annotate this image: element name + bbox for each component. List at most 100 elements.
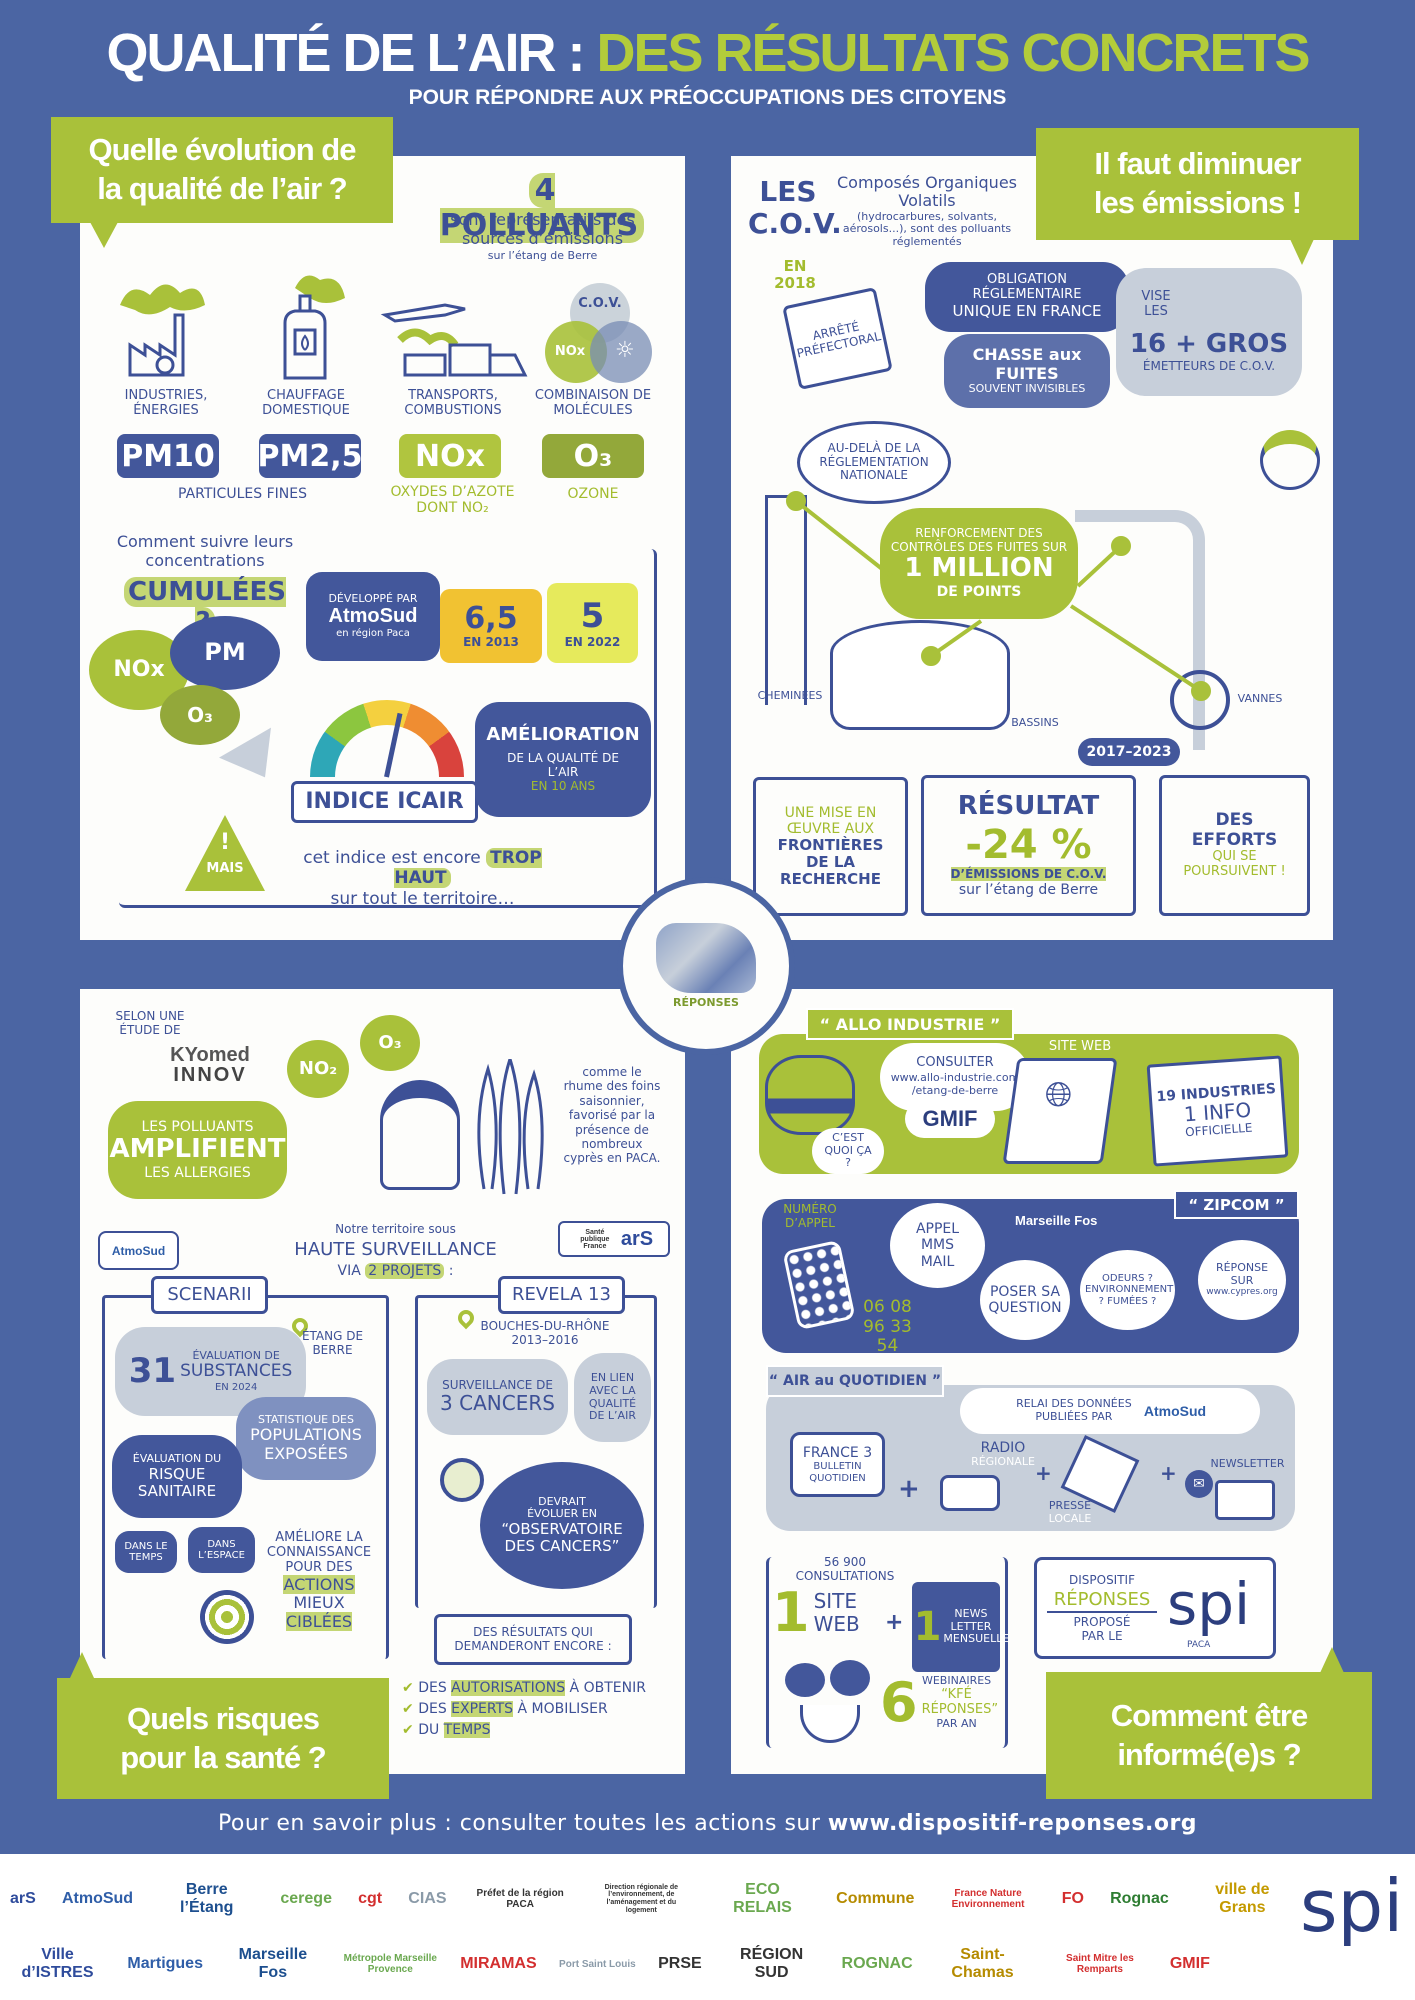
period-tag: 2017–2023 (1078, 738, 1180, 766)
footer-text: Pour en savoir plus : consulter toutes l… (0, 1811, 1415, 1836)
cloud-no2-label: NO₂ (298, 1057, 338, 1079)
chat-bubbles-icon (785, 1663, 825, 1697)
newsletter-card: 1 NEWS LETTER MENSUELLE (912, 1582, 1010, 1672)
territoire-text: Notre territoire sous (335, 1222, 456, 1236)
venn-circle-sun (590, 321, 652, 383)
region-label: en région Paca (336, 628, 410, 640)
par-an-label: PAR AN (936, 1716, 977, 1730)
bubble-cest-quoi: C’EST QUOI ÇA ? (812, 1128, 884, 1174)
amplifient-3: LES ALLERGIES (144, 1164, 251, 1181)
cest-quoi-text: C’EST QUOI ÇA ? (824, 1131, 872, 1170)
news-label: NEWS LETTER MENSUELLE (943, 1607, 1010, 1646)
bubble-espace: DANS L’ESPACE (188, 1527, 255, 1573)
partner-logo: ROGNAC (841, 1955, 913, 1973)
resultat-percent: -24 % (965, 822, 1092, 869)
label-vannes: VANNES (1237, 692, 1283, 705)
label-consultations: 56 900 CONSULTATIONS (795, 1555, 895, 1583)
cancers-text: 3 CANCERS (440, 1391, 555, 1416)
check-icon: ✔ (402, 1680, 414, 1696)
check-hl: EXPERTS (451, 1701, 514, 1718)
card-19-industries: 19 INDUSTRIES 1 INFO OFFICIELLE (1146, 1055, 1289, 1167)
pollutant-pm10: PM10 (117, 434, 219, 478)
sante-publique-ars-logos: Santé publique France arS (558, 1221, 670, 1257)
globe-icon: 🌐︎ (1045, 1075, 1073, 1115)
label-bdr: BOUCHES-DU-RHÔNE 2013–2016 (470, 1319, 620, 1348)
reponses-logo-label: RÉPONSES (673, 995, 739, 1009)
partner-logo: ville de Grans (1215, 1881, 1270, 1916)
label-radio: RADIO RÉGIONALE (958, 1440, 1048, 1469)
partner-logo: Préfet de la région PACA (476, 1888, 564, 1910)
label-particules-fines: PARTICULES FINES (178, 486, 307, 502)
regionale-text: RÉGIONALE (971, 1455, 1035, 1469)
partner-logo: AtmoSud (61, 1890, 134, 1908)
pollutant-nox: NOx (399, 434, 501, 478)
reponse-text: RÉPONSE SUR (1215, 1260, 1269, 1287)
amelioration-sub: DE LA QUALITÉ DE L’AIR (507, 751, 619, 779)
footer-label: Pour en savoir plus : consulter toutes l… (217, 1811, 828, 1836)
dev-by-label: DÉVELOPPÉ PAR (328, 591, 418, 605)
web-num: 6 (880, 1671, 918, 1734)
ciblees-hl: CIBLÉES (285, 1611, 353, 1631)
bubble-dispositif: DISPOSITIF RÉPONSES PROPOSÉ PAR LE spi P… (1034, 1557, 1276, 1659)
check-post: À MOBILISER (513, 1701, 608, 1718)
bdr-text: BOUCHES-DU-RHÔNE (480, 1319, 610, 1333)
check-icon: ✔ (402, 1722, 414, 1739)
partner-logo: Berre l’Étang (180, 1881, 234, 1916)
bubble-atmosud: DÉVELOPPÉ PAR AtmoSud en région Paca (306, 572, 440, 661)
venn-cov-label: C.O.V. (578, 296, 622, 311)
partner-logo: cgt (358, 1890, 383, 1908)
callout-tail (1320, 1647, 1344, 1673)
bulletin-text: BULLETIN QUOTIDIEN (809, 1461, 866, 1484)
stove-icon (255, 268, 355, 385)
cloud-o3: O₃ (160, 685, 240, 745)
worker-icon (1260, 430, 1320, 490)
via-2-projets: VIA 2 PROJETS : (337, 1263, 454, 1279)
check-icon: ✔ (402, 1701, 414, 1718)
cov-desc-3: (hydrocarbures, solvants, aérosols...), … (842, 209, 1012, 249)
chasse-text-2: SOUVENT INVISIBLES (968, 382, 1086, 396)
label-scenarii: SCENARII (151, 1276, 268, 1314)
transport-icon (375, 295, 530, 390)
bubble-relai: RELAI DES DONNÉES PUBLIÉES PAR AtmoSud (960, 1388, 1260, 1434)
partner-logo: Commune (836, 1890, 915, 1908)
webinaires-count: 6 WEBINAIRES “KFÉ RÉPONSES” PAR AN (880, 1671, 1010, 1734)
devrait-text: DEVRAIT ÉVOLUER EN (527, 1494, 597, 1521)
box-recherche: UNE MISE EN ŒUVRE AUX FRONTIÈRES DE LA R… (753, 777, 908, 916)
callout-emissions: Il faut diminuer les émissions ! (1036, 128, 1359, 240)
vise-les: VISE LES (1141, 289, 1171, 320)
checklist-item: ✔ DU TEMPS (402, 1722, 682, 1739)
target-icon (200, 1590, 254, 1644)
value-2022: 5 EN 2022 (547, 583, 638, 663)
efforts-text-1: DES EFFORTS (1191, 810, 1278, 850)
label-indice-icair: INDICE ICAIR (291, 781, 478, 823)
obligation-text-2: UNIQUE EN FRANCE (952, 302, 1102, 321)
ciblees-text: CIBLÉES (255, 1611, 383, 1631)
en-2024: EN 2024 (214, 1381, 258, 1393)
callout-tail (70, 1652, 94, 1678)
exposees-text: EXPOSÉES (264, 1443, 348, 1463)
risque-text-1: ÉVALUATION DU (132, 1451, 222, 1465)
tag-allo-industrie: “ ALLO INDUSTRIE ” (806, 1008, 1014, 1040)
partner-logo: cerege (280, 1890, 332, 1908)
footer-link[interactable]: www.dispositif-reponses.org (827, 1811, 1198, 1836)
bdr-years: 2013–2016 (511, 1332, 579, 1347)
question-cumul: Comment suivre leurs concentrations (116, 532, 294, 571)
bubble-odeurs: ODEURS ? ENVIRONNEMENT ? FUMÉES ? (1080, 1250, 1175, 1330)
tag-zipcom: “ ZIPCOM ” (1174, 1190, 1299, 1219)
haute-surveillance: HAUTE SURVEILLANCE (294, 1239, 497, 1260)
bubble-en-lien: EN LIEN AVEC LA QUALITÉ DE L’AIR (574, 1353, 651, 1442)
site-label: SITE WEB (813, 1589, 860, 1637)
gmif-logo-text: GMIF (922, 1106, 978, 1131)
warning-text-c: sur tout le territoire… (330, 888, 515, 909)
resultat-sub: D’ÉMISSIONS DE C.O.V. (950, 867, 1107, 882)
gmif-logo: GMIF (905, 1100, 995, 1138)
partner-logo: PRSE (658, 1955, 702, 1973)
box-resultat: RÉSULTAT -24 % D’ÉMISSIONS DE C.O.V. sur… (921, 775, 1136, 916)
value-2013-number: 6,5 (464, 600, 518, 636)
observatoire-text: “OBSERVATOIRE DES CANCERS” (501, 1519, 623, 1556)
label-cheminees: CHEMINÉES (757, 689, 823, 702)
callout-sante: Quels risques pour la santé ? (57, 1678, 389, 1799)
france3-text: FRANCE 3 (802, 1444, 873, 1461)
recherche-text-1: UNE MISE EN ŒUVRE AUX (784, 804, 877, 837)
